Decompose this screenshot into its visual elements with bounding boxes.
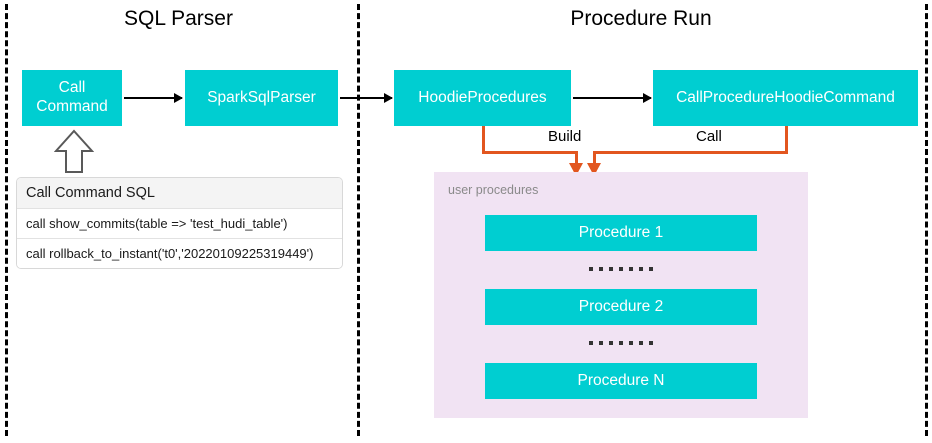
connector-label-build: Build bbox=[548, 128, 582, 145]
call-connector-segment bbox=[785, 126, 788, 154]
build-connector-segment bbox=[482, 126, 485, 154]
arrow-hoodie-procedures-to-call-procedure-hoodie-command-icon bbox=[573, 93, 652, 103]
sql-statement-row: call rollback_to_instant('t0','202201092… bbox=[17, 239, 342, 268]
procedure-item[interactable]: Procedure 1 bbox=[485, 215, 757, 251]
sql-statement-row: call show_commits(table => 'test_hudi_ta… bbox=[17, 209, 342, 239]
ellipsis-separator bbox=[485, 331, 757, 355]
up-arrow-icon bbox=[54, 129, 94, 173]
call-connector-segment bbox=[593, 151, 788, 154]
procedure-item[interactable]: Procedure N bbox=[485, 363, 757, 399]
arrow-spark-sql-parser-to-hoodie-procedures-icon bbox=[340, 93, 393, 103]
node-spark-sql-parser[interactable]: SparkSqlParser bbox=[185, 70, 338, 126]
sql-box-header: Call Command SQL bbox=[17, 178, 342, 209]
arrow-call-command-to-spark-sql-parser-icon bbox=[124, 93, 183, 103]
build-connector-segment bbox=[575, 151, 578, 167]
user-procedures-panel: user procedures Procedure 1 Procedure 2 … bbox=[434, 172, 808, 418]
ellipsis-separator bbox=[485, 257, 757, 281]
section-title-sql-parser: SQL Parser bbox=[124, 7, 233, 30]
user-procedures-label: user procedures bbox=[448, 183, 539, 197]
procedure-item[interactable]: Procedure 2 bbox=[485, 289, 757, 325]
node-hoodie-procedures[interactable]: HoodieProcedures bbox=[394, 70, 571, 126]
section-divider-right bbox=[925, 4, 928, 436]
node-call-procedure-hoodie-command[interactable]: CallProcedureHoodieCommand bbox=[653, 70, 918, 126]
section-title-procedure-run: Procedure Run bbox=[570, 7, 712, 30]
node-call-command[interactable]: Call Command bbox=[22, 70, 122, 126]
section-divider-middle bbox=[357, 4, 360, 436]
build-connector-segment bbox=[482, 151, 578, 154]
section-divider-left bbox=[5, 4, 8, 436]
connector-label-call: Call bbox=[696, 128, 722, 145]
call-connector-segment bbox=[593, 151, 596, 167]
call-command-sql-box: Call Command SQL call show_commits(table… bbox=[16, 177, 343, 269]
